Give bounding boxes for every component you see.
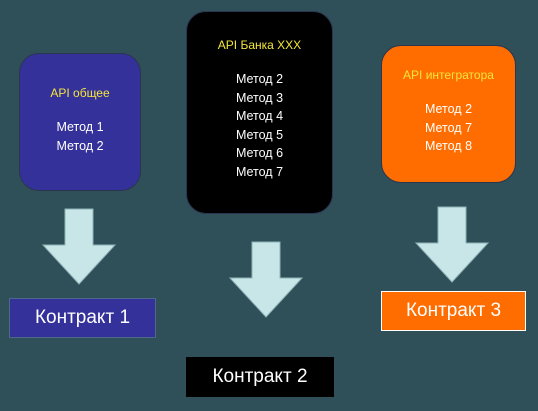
api-bank-method-3: Метод 4 (235, 109, 284, 123)
contract-3-box: Контракт 3 (381, 291, 526, 331)
api-integrator-method-2: Метод 7 (424, 120, 473, 135)
api-bank-method-1: Метод 2 (235, 72, 284, 86)
arrow-down-left (41, 208, 117, 285)
api-integrator-method-1: Метод 2 (424, 102, 473, 116)
api-bank-method-5: Метод 6 (235, 146, 284, 160)
api-bank-title: API Банка XXX (217, 38, 302, 52)
api-general-method-2: Метод 2 (56, 138, 104, 153)
api-integrator-title: API интегратора (403, 68, 494, 82)
api-general-method-1: Метод 1 (56, 120, 104, 134)
arrow-down-right (414, 206, 490, 283)
api-bank-method-4: Метод 5 (235, 127, 284, 142)
api-general-title: API общее (50, 86, 110, 100)
arrow-down-center (228, 241, 304, 318)
api-bank-method-6: Метод 7 (235, 164, 284, 179)
api-bank-method-2: Метод 3 (235, 90, 284, 105)
api-general-box: API общее Метод 1 Метод 2 (19, 53, 141, 191)
contract-2-box: Контракт 2 (186, 357, 334, 397)
contract-1-box: Контракт 1 (9, 298, 156, 338)
api-bank-box: API Банка XXX Метод 2 Метод 3 Метод 4 Ме… (186, 11, 333, 214)
api-integrator-box: API интегратора Метод 2 Метод 7 Метод 8 (381, 45, 516, 183)
api-integrator-method-3: Метод 8 (424, 139, 473, 153)
